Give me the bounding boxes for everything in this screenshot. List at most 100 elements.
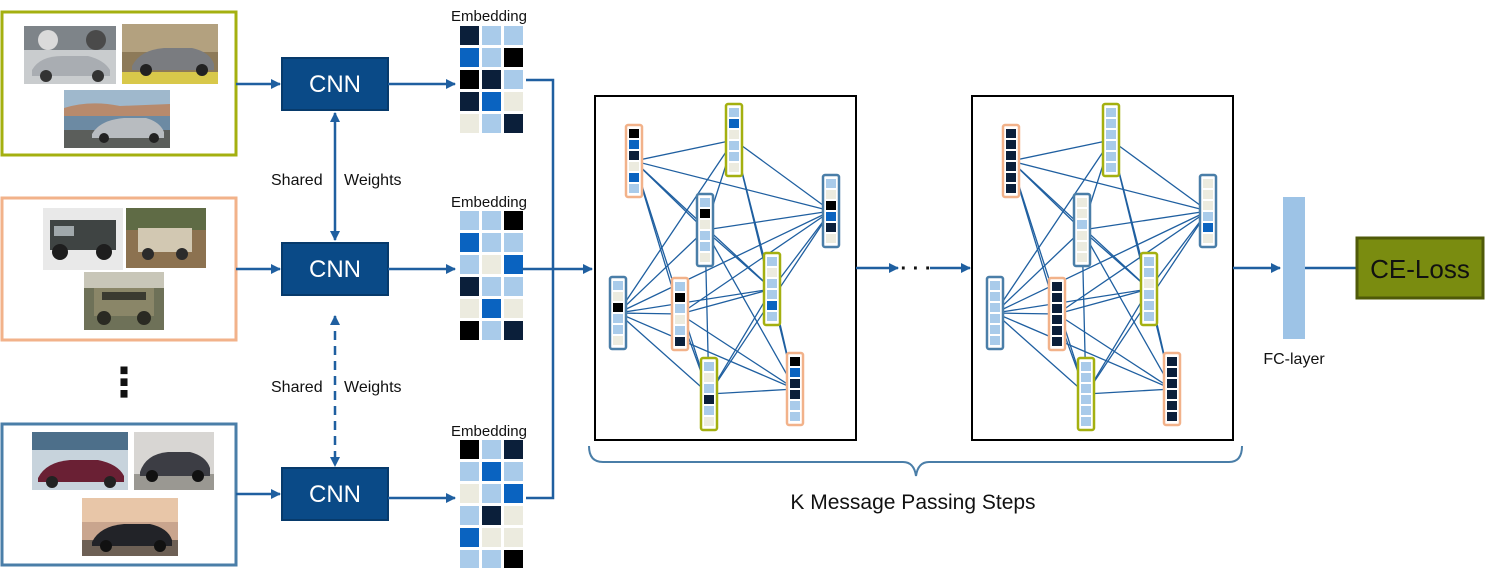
embedding-cell — [460, 462, 479, 481]
embedding-cell — [460, 506, 479, 525]
embedding-cell — [482, 321, 501, 340]
cnn-block-3: CNN — [281, 467, 389, 521]
car-photo — [82, 498, 178, 556]
embedding-label-1: Embedding — [451, 8, 527, 25]
graph-node — [670, 276, 690, 352]
graph-edge — [704, 229, 796, 390]
embedding-cell — [482, 484, 501, 503]
graph-edge — [1056, 288, 1150, 317]
graph-edge — [617, 210, 832, 314]
message-passing-label: K Message Passing Steps — [790, 491, 1035, 514]
graph-edge — [708, 288, 773, 395]
graph-edge — [1081, 210, 1209, 233]
embedding-label-2: Embedding — [451, 194, 527, 211]
embedding-cell — [460, 484, 479, 503]
embedding-cell — [460, 114, 479, 133]
graph-edge — [704, 229, 773, 290]
graph-edge — [617, 309, 681, 318]
graph-edge — [1085, 288, 1150, 395]
embedding-cell — [482, 233, 501, 252]
graph-node — [1076, 356, 1096, 432]
embedding-cell — [504, 114, 523, 133]
embedding-cell — [482, 299, 501, 318]
graph-edge — [679, 313, 796, 390]
fc-layer-label: FC-layer — [1263, 351, 1325, 368]
graph-edge — [994, 312, 1087, 395]
graph-edge — [994, 312, 1173, 390]
graph-node — [1072, 192, 1092, 268]
graph-edge — [1010, 137, 1112, 162]
embedding-cell — [460, 550, 479, 568]
weights-label-1: Weights — [344, 172, 402, 189]
embedding-cell — [504, 484, 523, 503]
embedding-cell — [504, 211, 523, 230]
embedding-cell — [504, 48, 523, 67]
graph-edge — [1010, 160, 1088, 395]
graph-edge — [1110, 139, 1209, 212]
embedding-grid-2 — [460, 211, 523, 340]
image-group-3 — [0, 422, 238, 567]
graph-edge — [994, 229, 1083, 314]
embedding-cell — [504, 26, 523, 45]
embedding-cell — [460, 92, 479, 111]
image-to-cnn-arrows — [236, 79, 281, 499]
graph-node — [1139, 251, 1159, 327]
embedding-cell — [504, 506, 523, 525]
embedding-cell — [504, 255, 523, 274]
embedding-cell — [460, 48, 479, 67]
embedding-cell — [460, 277, 479, 296]
graph-node — [985, 275, 1005, 351]
vertical-ellipsis: ⋮ — [104, 361, 144, 405]
car-photo — [32, 432, 128, 490]
graph-edge — [633, 160, 832, 214]
embedding-cell — [482, 26, 501, 45]
graph-edges-1 — [617, 137, 832, 395]
cnn-block-2: CNN — [281, 242, 389, 296]
graph-edge — [994, 139, 1112, 314]
embedding-cell — [504, 70, 523, 89]
shared-label-2: Shared — [271, 379, 323, 396]
graph-edge — [771, 210, 832, 290]
graph-edge — [704, 210, 832, 233]
cnn-label: CNN — [309, 256, 361, 283]
graph-node — [1101, 102, 1121, 178]
embedding-cell — [482, 48, 501, 67]
cnn-to-embedding-arrows — [388, 79, 456, 503]
embedding-grid-3 — [460, 440, 523, 568]
graph-node — [1001, 123, 1021, 199]
embedding-cell — [504, 299, 523, 318]
embedding-cell — [504, 528, 523, 547]
graph-edge — [679, 210, 832, 315]
graph-node — [1047, 276, 1067, 352]
embedding-cell — [460, 70, 479, 89]
graph-edge — [1056, 210, 1209, 315]
graph-node — [624, 123, 644, 199]
embedding-cell — [460, 233, 479, 252]
graph-edge — [1148, 210, 1209, 290]
embedding-cell — [482, 277, 501, 296]
embedding-cell — [460, 26, 479, 45]
image-group-2 — [0, 196, 238, 342]
embedding-merge-lines — [522, 78, 593, 500]
graph-edge — [1010, 160, 1209, 214]
embedding-cell — [482, 550, 501, 568]
fc-layer-bar — [1283, 197, 1305, 339]
graph-edge — [994, 286, 1150, 314]
shared-label-1: Shared — [271, 172, 323, 189]
graph-node — [724, 102, 744, 178]
cnn-label: CNN — [309, 71, 361, 98]
graph-node — [785, 351, 805, 427]
graph-edge — [733, 139, 832, 212]
weights-label-2: Weights — [344, 379, 402, 396]
horizontal-ellipsis: · · · — [900, 258, 931, 280]
embedding-cell — [460, 299, 479, 318]
graph-edge — [1056, 313, 1173, 390]
graph-edge — [617, 312, 796, 390]
embedding-cell — [482, 255, 501, 274]
car-photo — [134, 432, 214, 490]
graph-node — [821, 173, 841, 249]
graph-edge — [708, 385, 796, 395]
embedding-label-3: Embedding — [451, 423, 527, 440]
cnn-label: CNN — [309, 481, 361, 508]
embedding-cell — [504, 550, 523, 568]
